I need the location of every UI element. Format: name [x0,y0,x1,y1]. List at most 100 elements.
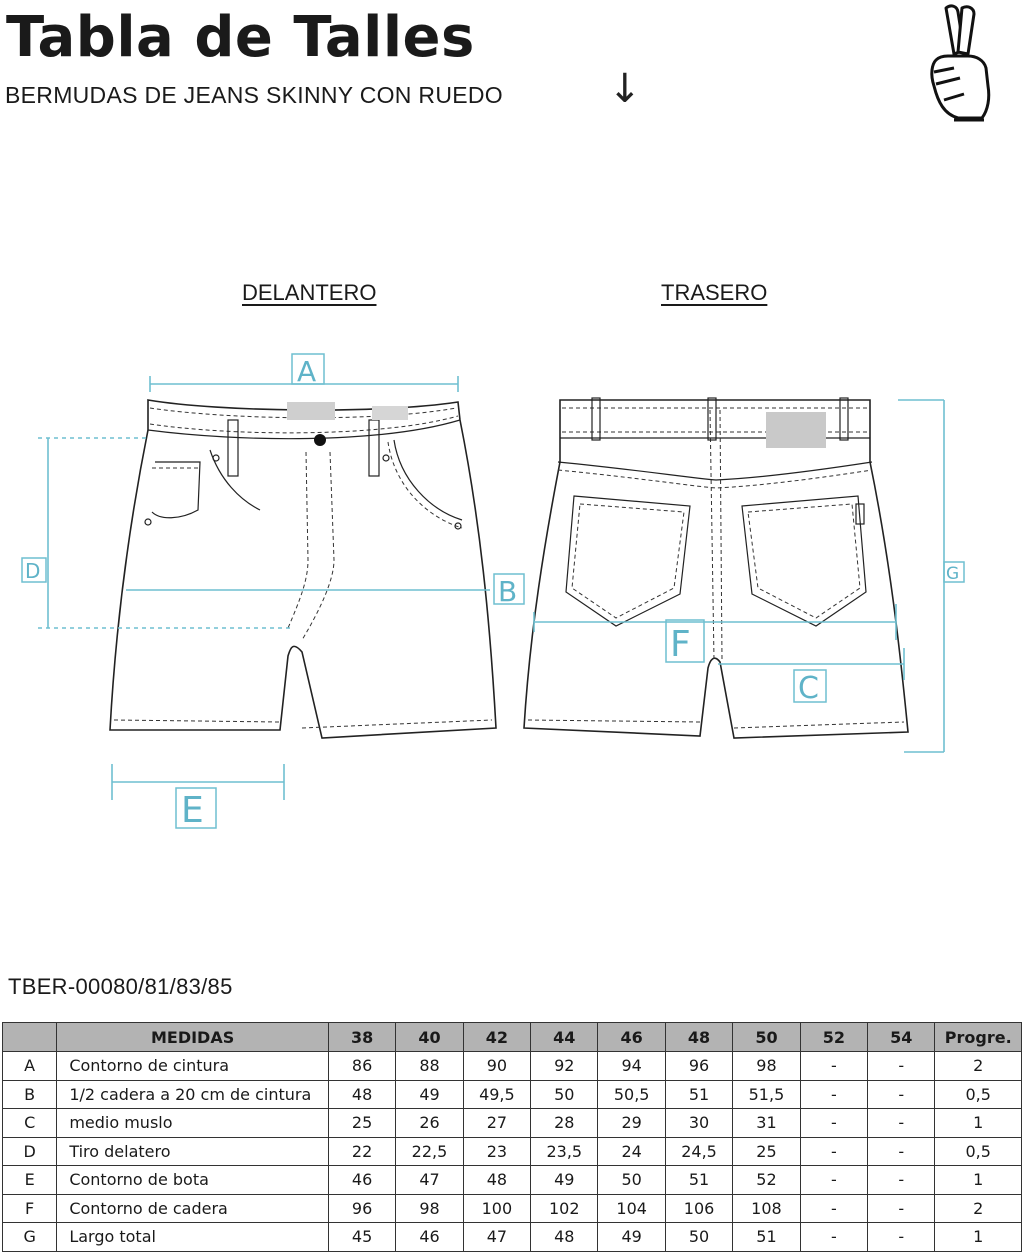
size-value: 22,5 [395,1136,464,1166]
row-letter: F [1,1193,58,1223]
size-value: - [799,1165,869,1195]
size-value: 48 [462,1165,532,1195]
size-value: - [867,1222,936,1252]
size-value: 0,5 [934,1079,1022,1109]
size-value: 28 [530,1108,599,1138]
size-value: 102 [530,1193,599,1223]
size-value: 23,5 [530,1136,599,1166]
size-value: 0,5 [934,1136,1022,1166]
marker-B: B [498,575,517,608]
size-value: 51,5 [732,1079,801,1109]
size-value: 1 [934,1108,1022,1138]
page-title: Tabla de Talles [6,5,475,70]
size-value: 2 [934,1193,1022,1223]
column-header: 40 [395,1022,464,1052]
marker-A: A [297,355,316,388]
size-value: 22 [327,1136,397,1166]
size-value: 51 [664,1079,734,1109]
size-value: - [799,1136,869,1166]
size-value: - [799,1222,869,1252]
size-value: 49,5 [462,1079,532,1109]
size-value: 49 [530,1165,599,1195]
size-value: 106 [664,1193,734,1223]
size-value: 90 [462,1051,532,1081]
row-letter: E [1,1165,58,1195]
measure-name: 1/2 cadera a 20 cm de cintura [56,1079,329,1109]
size-value: 108 [732,1193,801,1223]
measure-name: medio muslo [56,1108,329,1138]
size-value: 23 [462,1136,532,1166]
product-code: TBER-00080/81/83/85 [8,974,233,999]
marker-C: C [798,671,819,706]
size-value: 26 [395,1108,464,1138]
size-value: - [867,1051,936,1081]
size-value: 50 [664,1222,734,1252]
down-arrow-icon: ↓ [608,66,642,112]
size-value: 94 [597,1051,666,1081]
front-view-label: DELANTERO [242,280,377,305]
size-value: 86 [327,1051,397,1081]
size-value: 96 [327,1193,397,1223]
product-subtitle: BERMUDAS DE JEANS SKINNY CON RUEDO [5,82,503,108]
column-header: Progre. [934,1022,1022,1052]
size-value: 51 [664,1165,734,1195]
size-value: 98 [732,1051,801,1081]
size-value: 50,5 [597,1079,666,1109]
column-header: 54 [867,1022,936,1052]
size-value: 104 [597,1193,666,1223]
size-value: 46 [395,1222,464,1252]
size-value: 30 [664,1108,734,1138]
size-value: 49 [597,1222,666,1252]
size-value: 1 [934,1165,1022,1195]
size-value: 27 [462,1108,532,1138]
size-value: 88 [395,1051,464,1081]
column-header: 44 [530,1022,599,1052]
size-value: 52 [732,1165,801,1195]
marker-D: D [25,559,40,583]
column-header: 38 [327,1022,397,1052]
size-value: 1 [934,1222,1022,1252]
size-value: 51 [732,1222,801,1252]
marker-E: E [181,790,204,831]
size-value: 50 [530,1079,599,1109]
size-value: 29 [597,1108,666,1138]
back-view-label: TRASERO [661,280,768,305]
size-value: 98 [395,1193,464,1223]
size-value: - [867,1079,936,1109]
garment-technical-drawing: A D B E F C G [21,353,965,831]
size-value: - [867,1136,936,1166]
measure-name: Contorno de bota [56,1165,329,1195]
size-value: - [867,1165,936,1195]
measure-name: Largo total [56,1222,329,1252]
size-value: 47 [395,1165,464,1195]
size-value: 2 [934,1051,1022,1081]
column-header: 48 [664,1022,734,1052]
size-value: - [799,1079,869,1109]
size-value: 25 [327,1108,397,1138]
crossed-fingers-hand-icon [930,4,991,122]
size-value: 25 [732,1136,801,1166]
column-header: 46 [597,1022,666,1052]
row-letter: A [1,1051,58,1081]
size-value: 46 [327,1165,397,1195]
measure-name: Contorno de cintura [56,1051,329,1081]
row-letter: C [1,1108,58,1138]
size-value: 24,5 [664,1136,734,1166]
row-letter: G [1,1222,58,1252]
size-value: 48 [530,1222,599,1252]
size-value: 50 [597,1165,666,1195]
size-value: 45 [327,1222,397,1252]
dimension-annotations: A D B E F C G [21,353,965,831]
column-header: MEDIDAS [56,1022,329,1052]
back-shorts-drawing [523,397,909,739]
size-value: 48 [327,1079,397,1109]
